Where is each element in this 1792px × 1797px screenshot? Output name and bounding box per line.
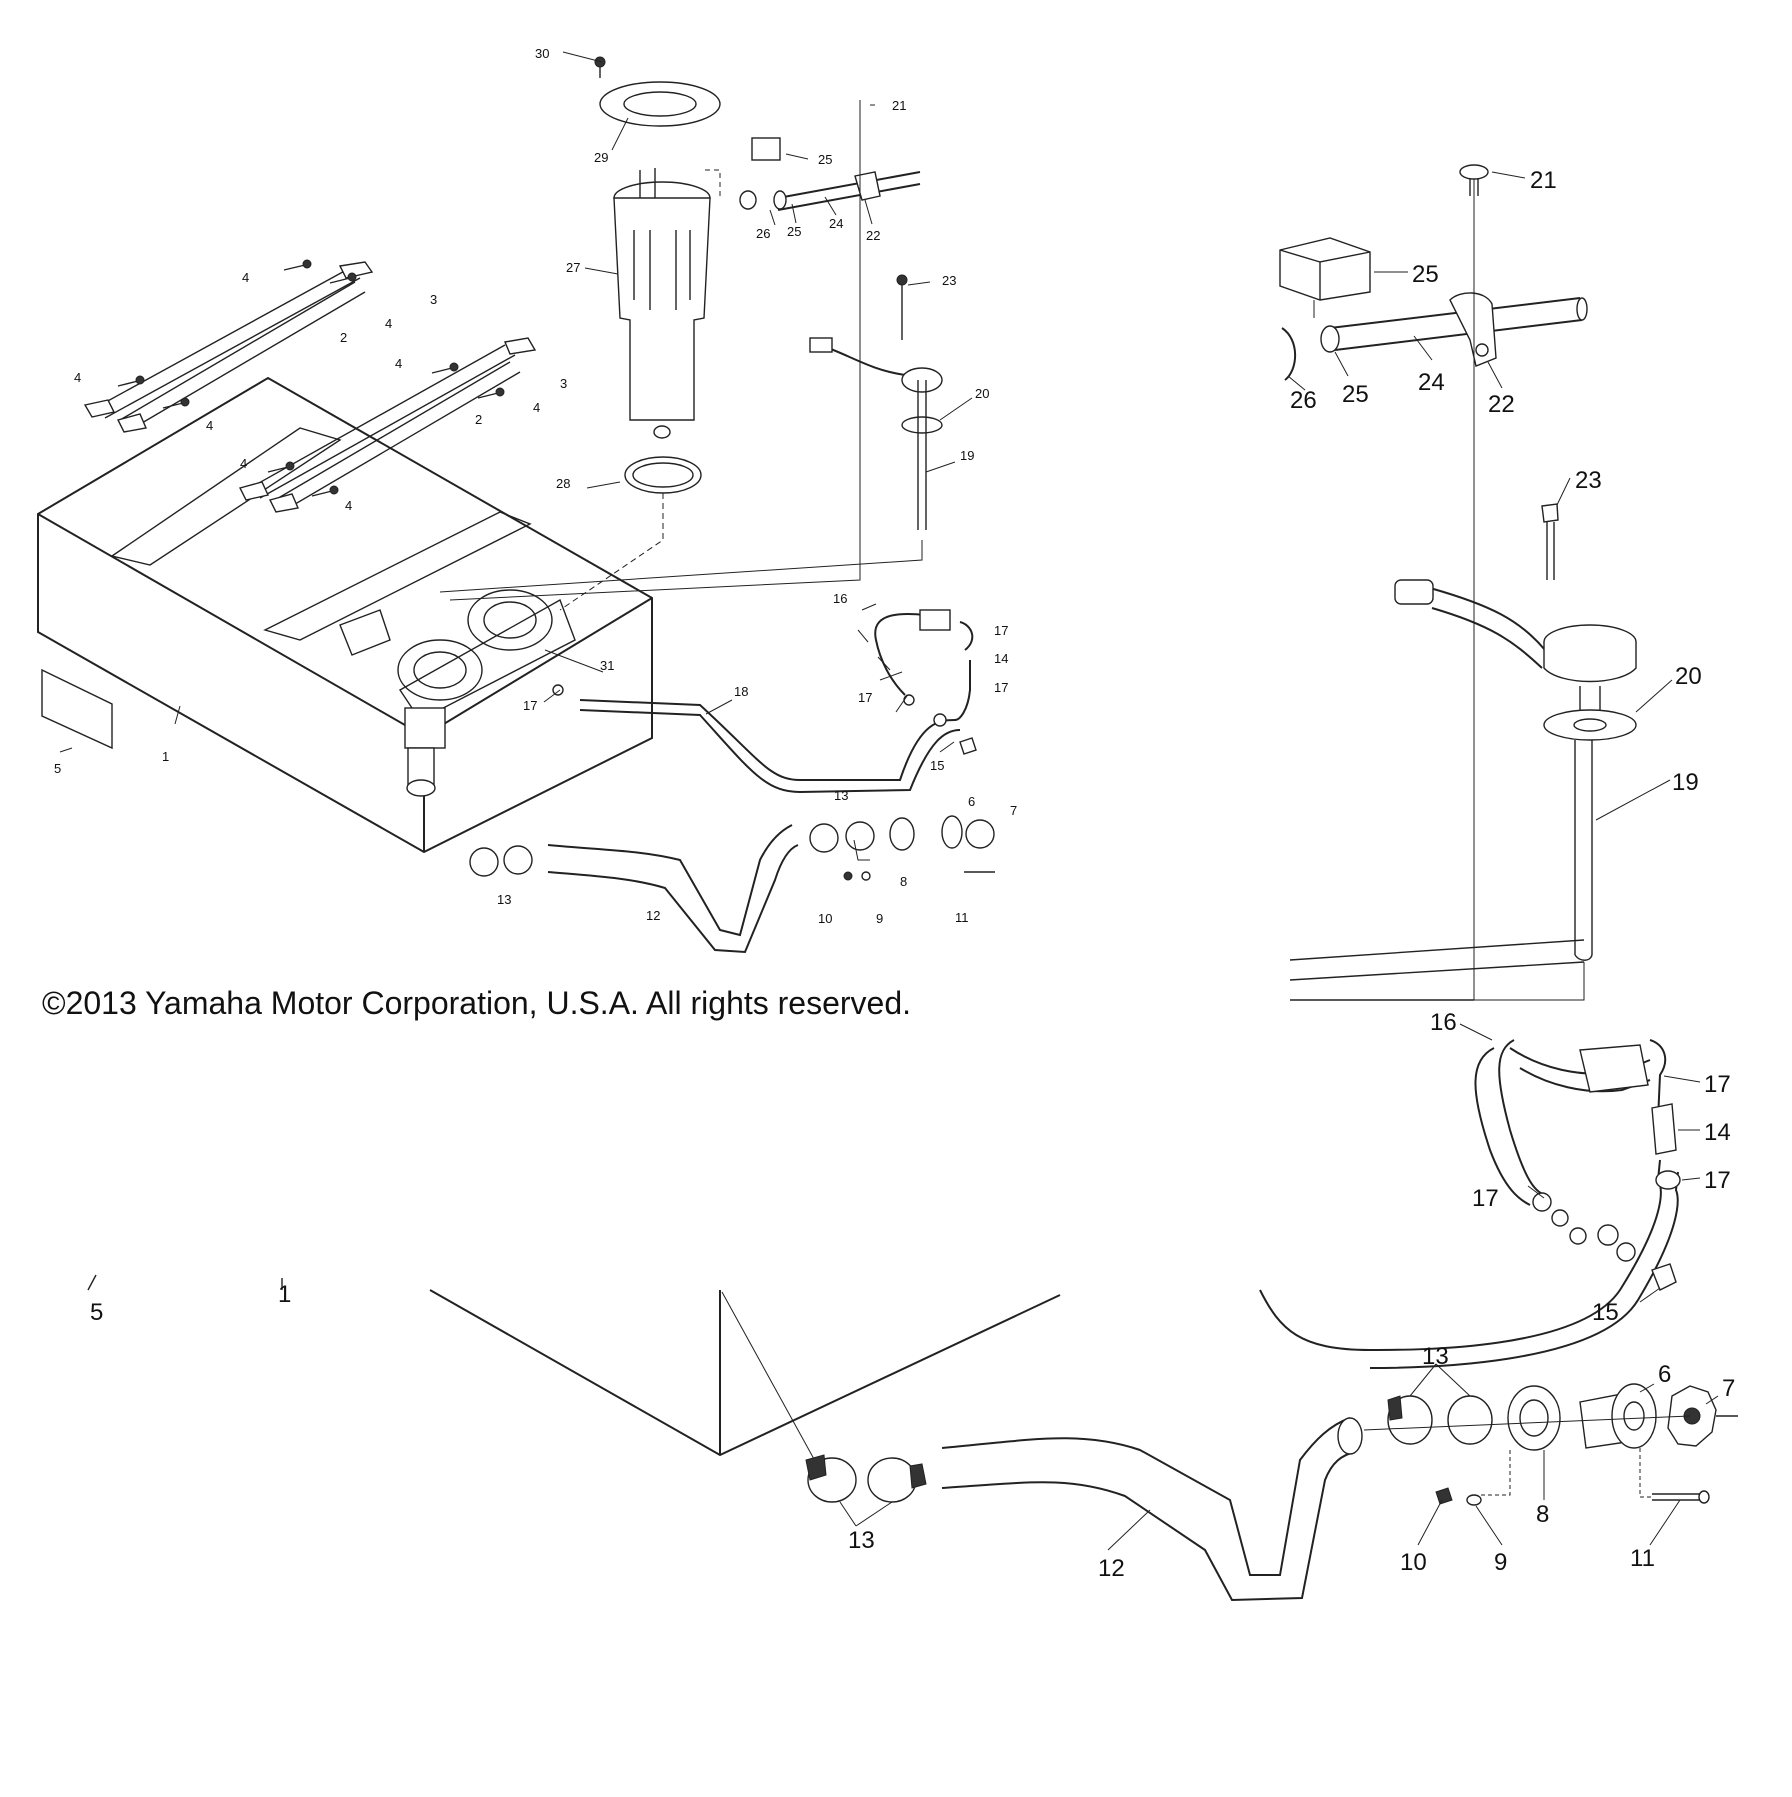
callout-11: 11: [955, 910, 969, 925]
callout-lg-17a: 17: [1704, 1071, 1731, 1098]
callout-lg-21: 21: [1530, 167, 1557, 194]
tank-straps: [83, 261, 537, 513]
callout-lg-16: 16: [1430, 1009, 1457, 1036]
callout-28: 28: [556, 476, 570, 491]
callout-4c: 4: [74, 370, 81, 385]
callout-lg-5: 5: [90, 1299, 103, 1326]
callout-lg-25b: 25: [1342, 381, 1369, 408]
callout-7: 7: [1010, 803, 1017, 818]
callout-lg-10: 10: [1400, 1549, 1427, 1576]
callout-4a: 4: [242, 270, 249, 285]
callout-4e: 4: [533, 400, 540, 415]
callout-1: 1: [162, 749, 169, 764]
callout-lg-13b: 13: [848, 1527, 875, 1554]
callout-lg-7: 7: [1722, 1375, 1735, 1402]
callout-lg-22: 22: [1488, 391, 1515, 418]
fuel-sender-assembly: [439, 274, 943, 593]
callout-lg-19: 19: [1672, 769, 1699, 796]
callout-lg-17b: 17: [1704, 1167, 1731, 1194]
callout-16: 16: [833, 591, 847, 606]
callout-lg-6: 6: [1658, 1361, 1671, 1388]
callout-12: 12: [646, 908, 660, 923]
callout-18: 18: [734, 684, 748, 699]
fuel-pump-assembly: [559, 56, 721, 611]
callout-lg-11: 11: [1630, 1545, 1655, 1572]
callout-14: 14: [994, 651, 1008, 666]
callout-4b: 4: [385, 316, 392, 331]
callout-4h: 4: [345, 498, 352, 513]
callout-21: 21: [892, 98, 906, 113]
callout-3a: 3: [430, 292, 437, 307]
fuel-tank: [37, 376, 653, 854]
overview-diagram: 30 29 21 25 26 25 24 22 27 23 20 19 28 4…: [37, 46, 1017, 954]
detail-filler: [805, 1383, 1738, 1602]
overview-callouts: 30 29 21 25 26 25 24 22 27 23 20 19 28 4…: [54, 46, 1017, 926]
callout-lg-12: 12: [1098, 1555, 1125, 1582]
callout-23: 23: [942, 273, 956, 288]
callout-2b: 2: [475, 412, 482, 427]
callout-4f: 4: [206, 418, 213, 433]
detail-callouts: 21 25 26 25 24 22 23 20 19 16 17 14 17 1…: [90, 167, 1735, 1582]
callout-lg-26: 26: [1290, 387, 1317, 414]
detail-leaders: [839, 171, 1719, 1551]
callout-13a: 13: [834, 788, 848, 803]
filler-assembly: [469, 815, 995, 954]
callout-17b: 17: [858, 690, 872, 705]
callout-27: 27: [566, 260, 580, 275]
callout-13b: 13: [497, 892, 511, 907]
callout-26: 26: [756, 226, 770, 241]
callout-lg-13a: 13: [1422, 1343, 1449, 1370]
callout-8: 8: [900, 874, 907, 889]
callout-2a: 2: [340, 330, 347, 345]
callout-9: 9: [876, 911, 883, 926]
callout-6: 6: [968, 794, 975, 809]
callout-lg-25a: 25: [1412, 261, 1439, 288]
callout-lg-23: 23: [1575, 467, 1602, 494]
callout-15: 15: [930, 758, 944, 773]
callout-25a: 25: [818, 152, 832, 167]
callout-3b: 3: [560, 376, 567, 391]
callout-lg-9: 9: [1494, 1549, 1507, 1576]
callout-19: 19: [960, 448, 974, 463]
callout-17a: 17: [994, 623, 1008, 638]
overview-leaders: [59, 51, 973, 753]
callout-5: 5: [54, 761, 61, 776]
callout-22: 22: [866, 228, 880, 243]
copyright-notice: ©2013 Yamaha Motor Corporation, U.S.A. A…: [42, 985, 912, 1021]
callout-lg-17c: 17: [1472, 1185, 1499, 1212]
callout-lg-15: 15: [1592, 1299, 1619, 1326]
callout-25b: 25: [787, 224, 801, 239]
detail-sender-return-pipe: [1279, 164, 1637, 1001]
callout-lg-24: 24: [1418, 369, 1445, 396]
callout-30: 30: [535, 46, 549, 61]
return-pipe-assembly: [449, 100, 921, 601]
callout-4g: 4: [240, 456, 247, 471]
callout-31: 31: [600, 658, 614, 673]
callout-20: 20: [975, 386, 989, 401]
callout-lg-20: 20: [1675, 663, 1702, 690]
detail-vent-hose: [1259, 1039, 1681, 1369]
callout-lg-1: 1: [278, 1281, 291, 1308]
callout-17c: 17: [994, 680, 1008, 695]
detail-tank-corner: [87, 1274, 1061, 1471]
callout-10: 10: [818, 911, 832, 926]
callout-24: 24: [829, 216, 843, 231]
strap-bolts: [117, 259, 505, 497]
callout-lg-14: 14: [1704, 1119, 1731, 1146]
callout-29: 29: [594, 150, 608, 165]
vent-hose-assembly: [552, 609, 977, 794]
callout-4d: 4: [395, 356, 402, 371]
callout-lg-8: 8: [1536, 1501, 1549, 1528]
callout-17d: 17: [523, 698, 537, 713]
